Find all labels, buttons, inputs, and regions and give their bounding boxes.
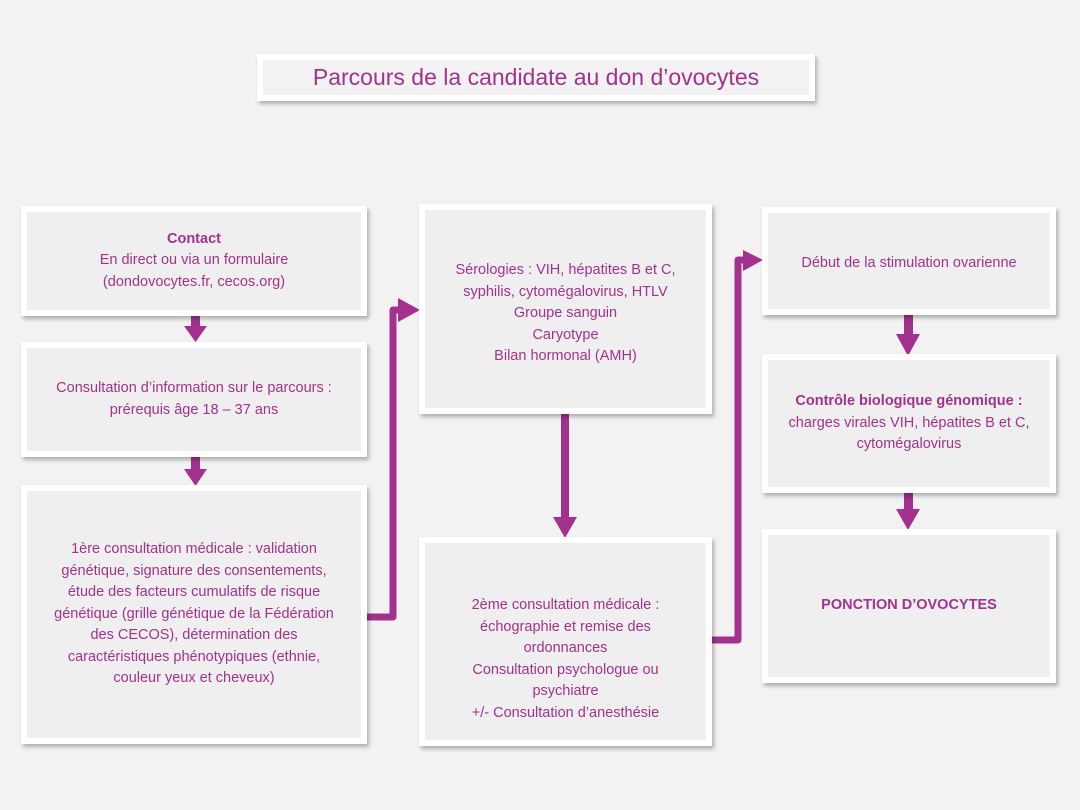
elbow-second-consult-to-stimulation bbox=[711, 256, 746, 644]
step-controle-biologique: Contrôle biologique génomique : charges … bbox=[762, 354, 1056, 493]
arrow-controle-to-ponction bbox=[896, 490, 920, 530]
arrowhead-stimulation bbox=[743, 250, 763, 271]
serologies-line: syphilis, cytomégalovirus, HTLV bbox=[463, 283, 668, 300]
arrow-serologies-to-second-consult bbox=[553, 412, 577, 538]
step-info-consultation: Consultation d’information sur le parcou… bbox=[21, 342, 367, 457]
step-first-consultation: 1ère consultation médicale : validation … bbox=[21, 485, 367, 744]
first-consult-text: 1ère consultation médicale : validation … bbox=[54, 541, 334, 687]
second-consult-line: Consultation psychologue ou bbox=[472, 661, 659, 678]
controle-line: cytomégalovirus bbox=[856, 436, 962, 453]
elbow-first-consult-to-serologies bbox=[366, 306, 402, 621]
serologies-line: Sérologies : VIH, hépatites B et C, bbox=[455, 262, 676, 278]
step-serologies: Sérologies : VIH, hépatites B et C, syph… bbox=[419, 204, 712, 414]
arrow-contact-to-info bbox=[184, 314, 207, 342]
arrow-stimulation-to-controle bbox=[896, 312, 920, 356]
serologies-line: Groupe sanguin bbox=[513, 305, 618, 321]
second-consult-line: +/- Consultation d’anesthésie bbox=[471, 704, 660, 721]
controle-heading: Contrôle biologique génomique : bbox=[795, 393, 1023, 410]
step-stimulation: Début de la stimulation ovarienne bbox=[762, 207, 1056, 315]
contact-line: En direct ou via un formulaire bbox=[99, 252, 289, 269]
stimulation-text: Début de la stimulation ovarienne bbox=[801, 255, 1017, 271]
contact-line: (dondovocytes.fr, cecos.org) bbox=[102, 273, 286, 290]
ponction-heading: PONCTION D’OVOCYTES bbox=[821, 597, 997, 614]
second-consult-line: ordonnances bbox=[523, 640, 608, 656]
arrowhead-serologies bbox=[398, 298, 420, 322]
step-second-consultation: 2ème consultation médicale : échographie… bbox=[419, 537, 712, 746]
controle-line: charges virales VIH, hépatites B et C, bbox=[788, 414, 1030, 431]
step-contact: Contact En direct ou via un formulaire (… bbox=[21, 206, 367, 316]
diagram-title: Parcours de la candidate au don d’ovocyt… bbox=[257, 54, 815, 101]
info-line: prérequis âge 18 – 37 ans bbox=[109, 401, 279, 418]
info-line: Consultation d’information sur le parcou… bbox=[56, 380, 332, 396]
serologies-line: Bilan hormonal (AMH) bbox=[494, 348, 637, 364]
serologies-line: Caryotype bbox=[532, 326, 599, 343]
arrow-info-to-first-consult bbox=[184, 455, 207, 486]
step-ponction: PONCTION D’OVOCYTES bbox=[762, 529, 1056, 683]
second-consult-line: échographie et remise des bbox=[480, 618, 651, 635]
title-text: Parcours de la candidate au don d’ovocyt… bbox=[312, 64, 760, 90]
contact-heading: Contact bbox=[167, 230, 221, 247]
second-consult-line: psychiatre bbox=[532, 683, 599, 699]
second-consult-line: 2ème consultation médicale : bbox=[471, 597, 660, 613]
